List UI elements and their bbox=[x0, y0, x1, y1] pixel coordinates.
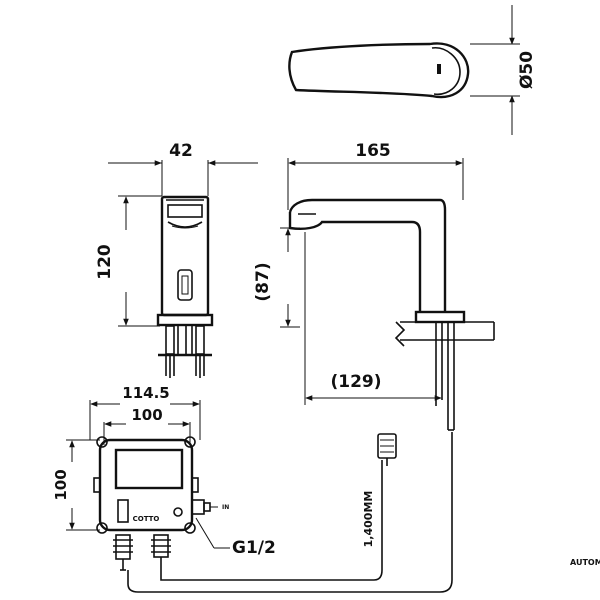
inlet-marker-label: IN bbox=[222, 504, 229, 511]
side-view: 165 (87) (129) bbox=[253, 141, 495, 431]
thread-label: G1/2 bbox=[232, 538, 276, 558]
cut-off-label: AUTOM bbox=[570, 558, 600, 567]
top-width-label: 42 bbox=[169, 141, 193, 161]
top-view: Ø50 bbox=[288, 5, 537, 135]
sensor-window-icon bbox=[177, 269, 193, 301]
cable-length-label: 1,400MM bbox=[362, 491, 375, 548]
box-inner-width-label: 100 bbox=[131, 406, 162, 424]
front-view: 42 120 bbox=[95, 141, 258, 378]
spout-height-label: (87) bbox=[253, 262, 273, 301]
box-window bbox=[114, 448, 184, 490]
box-outer-width-label: 114.5 bbox=[122, 384, 169, 402]
body-height-label: 120 bbox=[95, 244, 115, 280]
control-box: 114.5 100 100 COTTO IN bbox=[52, 384, 276, 572]
spout-length-label: 165 bbox=[355, 141, 391, 161]
sensor-mark-icon bbox=[437, 64, 441, 74]
box-height-label: 100 bbox=[52, 469, 70, 500]
diameter-label: Ø50 bbox=[517, 51, 537, 89]
reach-label: (129) bbox=[330, 372, 381, 392]
brand-label: COTTO bbox=[133, 515, 160, 523]
cable: 1,400MM bbox=[127, 432, 453, 593]
